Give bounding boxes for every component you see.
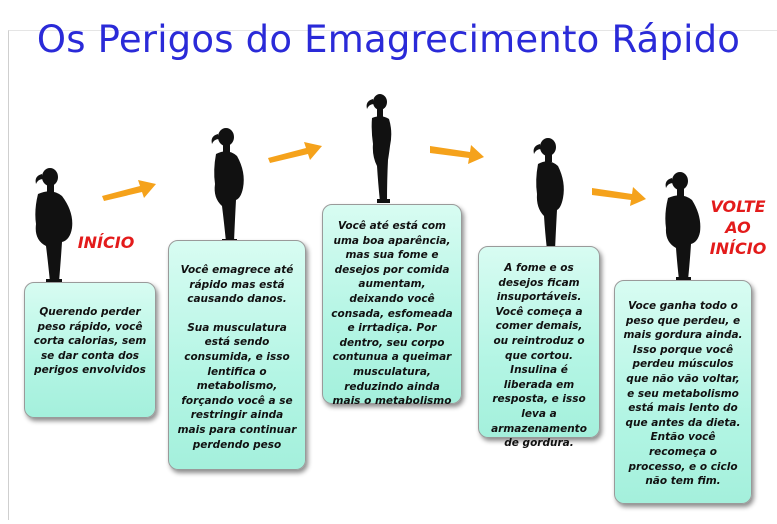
page-title: Os Perigos do Emagrecimento Rápido: [36, 18, 741, 61]
step-box-4: A fome e os desejos ficam insuportáveis.…: [478, 246, 600, 449]
step-box-2: Você emagrece até rápido mas está causan…: [168, 240, 306, 470]
start-label: INÍCIO: [77, 233, 135, 252]
step-box-1: Querendo perder peso rápido, você corta …: [24, 282, 156, 418]
woman-silhouette-icon: [206, 126, 250, 244]
step-text: A fome e os desejos ficam insuportáveis.…: [491, 262, 587, 450]
step-text: Você até está com uma boa aparência, mas…: [331, 220, 453, 408]
woman-silhouette-icon: [362, 92, 402, 204]
arrow-right-icon: [428, 140, 486, 166]
woman-silhouette-icon: [28, 166, 78, 284]
step-text: Sua musculatura está sendo consumida, e …: [177, 321, 297, 451]
step-box-5: Voce ganha todo o peso que perdeu, e mai…: [614, 280, 752, 504]
arrow-right-icon: [266, 138, 324, 164]
back-label-line2: AO: [725, 218, 751, 237]
step-text: Você emagrece até rápido mas está causan…: [180, 264, 294, 306]
back-to-start-label: VOLTE AO INÍCIO: [700, 196, 776, 259]
step-text: Querendo perder peso rápido, você corta …: [33, 306, 147, 377]
diagram-frame: [8, 30, 777, 520]
arrow-right-icon: [100, 176, 158, 202]
woman-silhouette-icon: [658, 170, 706, 282]
arrow-right-icon: [590, 182, 648, 208]
step-text: Voce ganha todo o peso que perdeu, e mai…: [623, 300, 743, 488]
back-label-line3: INÍCIO: [709, 239, 767, 258]
back-label-line1: VOLTE: [710, 197, 766, 216]
woman-silhouette-icon: [528, 136, 572, 252]
step-box-3: Você até está com uma boa aparência, mas…: [322, 204, 462, 407]
